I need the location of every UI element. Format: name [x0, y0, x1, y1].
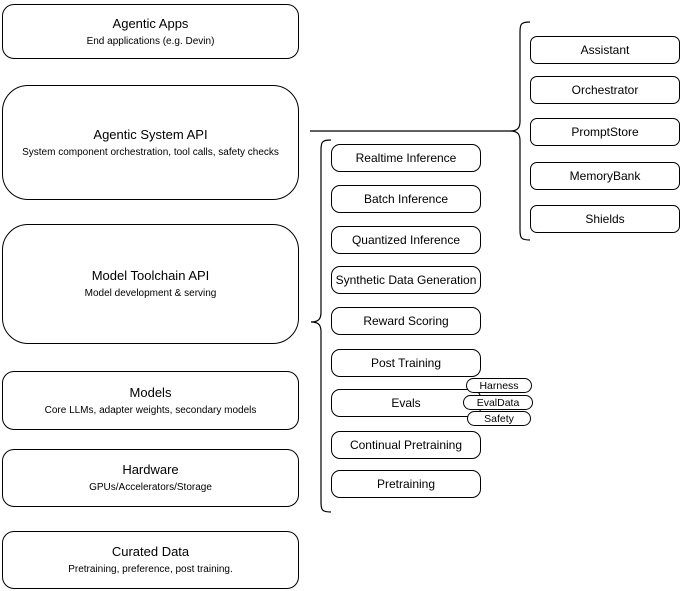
node-synthetic-data-generation: Synthetic Data Generation	[331, 266, 481, 294]
node-post-training: Post Training	[331, 349, 481, 377]
node-subtitle: GPUs/Accelerators/Storage	[89, 482, 212, 493]
node-title: Agentic System API	[93, 126, 208, 142]
node-agentic-apps: Agentic Apps End applications (e.g. Devi…	[2, 4, 299, 59]
pill-label: Safety	[484, 412, 514, 425]
node-subtitle: Pretraining, preference, post training.	[68, 564, 233, 575]
node-subtitle: Model development & serving	[84, 288, 217, 299]
node-label: Orchestrator	[571, 83, 639, 97]
node-title: Curated Data	[111, 544, 190, 559]
node-label: Realtime Inference	[355, 151, 457, 165]
node-subtitle: End applications (e.g. Devin)	[86, 35, 215, 47]
pill-evaldata: EvalData	[463, 395, 533, 410]
node-assistant: Assistant	[530, 36, 680, 64]
node-memorybank: MemoryBank	[530, 162, 680, 190]
node-label: PromptStore	[571, 125, 639, 139]
node-label: Quantized Inference	[351, 233, 461, 247]
node-promptstore: PromptStore	[530, 118, 680, 146]
node-models: Models Core LLMs, adapter weights, secon…	[2, 371, 299, 430]
node-title: Agentic Apps	[112, 15, 189, 31]
node-label: Continual Pretraining	[349, 438, 463, 452]
node-title: Model Toolchain API	[91, 268, 210, 283]
node-model-toolchain-api: Model Toolchain API Model development & …	[2, 224, 299, 344]
node-reward-scoring: Reward Scoring	[331, 307, 481, 335]
node-label: Shields	[585, 212, 625, 226]
node-label: Evals	[391, 396, 421, 410]
node-evals: Evals	[331, 389, 481, 417]
agentic-components-brace	[509, 21, 531, 241]
node-agentic-system-api: Agentic System API System component orch…	[2, 85, 299, 200]
pill-label: EvalData	[476, 396, 520, 409]
node-label: Pretraining	[376, 477, 436, 491]
node-shields: Shields	[530, 205, 680, 233]
toolchain-services-brace	[310, 139, 332, 513]
node-continual-pretraining: Continual Pretraining	[331, 431, 481, 459]
node-label: Reward Scoring	[363, 314, 449, 328]
node-orchestrator: Orchestrator	[530, 76, 680, 104]
node-quantized-inference: Quantized Inference	[331, 226, 481, 254]
node-hardware: Hardware GPUs/Accelerators/Storage	[2, 449, 299, 507]
node-batch-inference: Batch Inference	[331, 185, 481, 213]
pill-harness: Harness	[466, 378, 532, 393]
node-subtitle: Core LLMs, adapter weights, secondary mo…	[44, 404, 257, 416]
pill-safety: Safety	[467, 411, 531, 426]
node-label: Batch Inference	[363, 192, 449, 206]
node-label: Post Training	[370, 356, 442, 370]
node-title: Models	[129, 384, 172, 400]
node-label: Assistant	[580, 43, 630, 57]
node-curated-data: Curated Data Pretraining, preference, po…	[2, 531, 299, 589]
node-realtime-inference: Realtime Inference	[331, 144, 481, 172]
pill-label: Harness	[479, 379, 519, 392]
node-label: MemoryBank	[569, 169, 641, 183]
node-pretraining: Pretraining	[331, 470, 481, 498]
node-subtitle: System component orchestration, tool cal…	[22, 146, 279, 158]
node-label: Synthetic Data Generation	[335, 273, 477, 287]
node-title: Hardware	[122, 462, 179, 477]
